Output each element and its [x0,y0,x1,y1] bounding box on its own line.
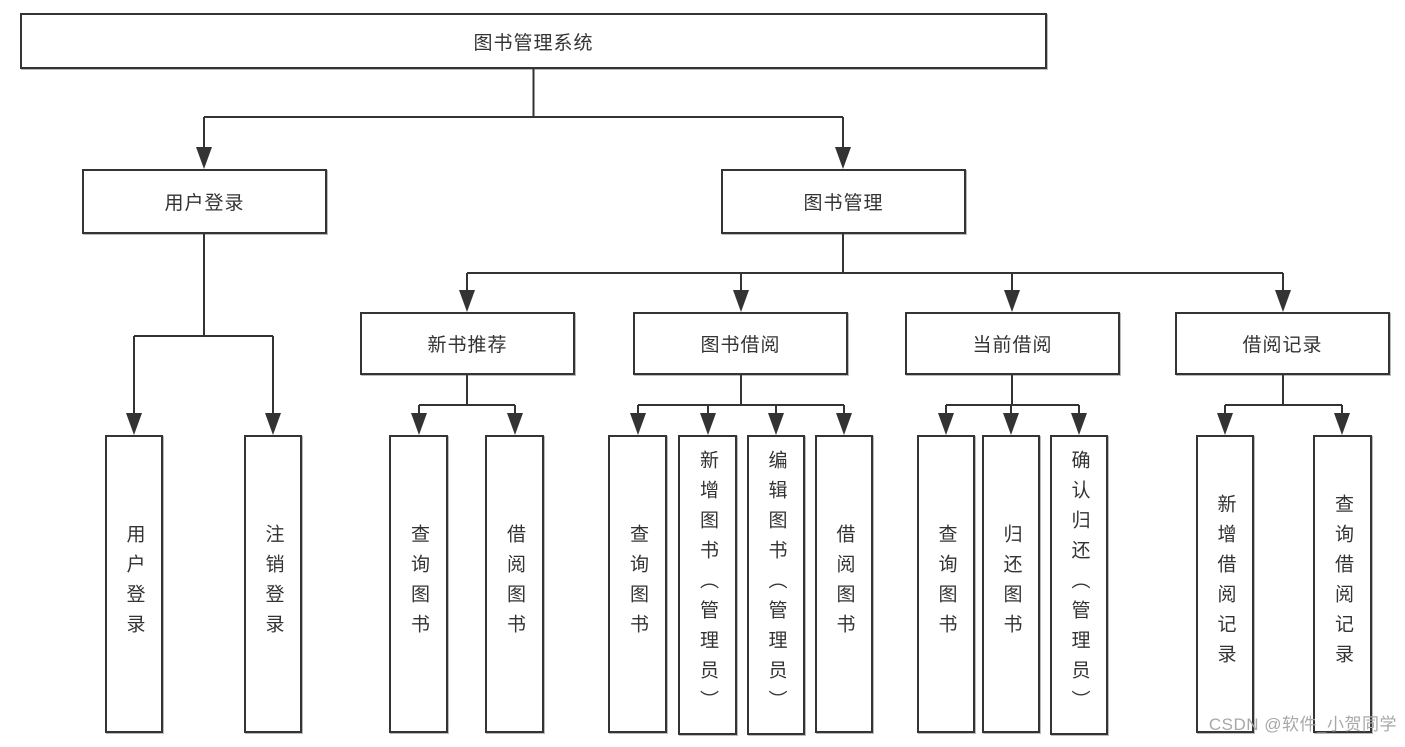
node-label: 编辑图书（管理员） [765,450,787,720]
node-label: 查询图书 [935,524,957,644]
node-leaf-add-borrow-record: 新增借阅记录 [1196,435,1254,733]
node-leaf-query-books-1: 查询图书 [389,435,448,733]
node-leaf-return-book: 归还图书 [982,435,1040,733]
node-leaf-query-borrow-record: 查询借阅记录 [1313,435,1372,733]
node-label: 注销登录 [262,524,284,644]
node-label: 当前借阅 [972,335,1053,356]
node-label: 查询图书 [408,524,429,644]
node-leaf-logout: 注销登录 [244,435,302,733]
node-label: 图书管理系统 [473,32,594,54]
node-label: 用户登录 [123,524,145,644]
node-leaf-borrow-books-1: 借阅图书 [485,435,544,733]
node-label: 借阅记录 [1242,335,1323,356]
node-label: 用户登录 [164,193,245,214]
node-leaf-user-login: 用户登录 [105,435,163,733]
node-new-book-recommend: 新书推荐 [360,312,575,375]
node-label: 确认归还（管理员） [1068,450,1090,720]
node-label: 归还图书 [1000,524,1022,644]
node-leaf-query-books-3: 查询图书 [917,435,975,733]
node-label: 借阅图书 [504,524,525,644]
node-current-borrowing: 当前借阅 [905,312,1120,375]
node-leaf-add-book-admin: 新增图书（管理员） [678,435,737,735]
node-leaf-confirm-return-admin: 确认归还（管理员） [1050,435,1108,735]
node-label: 新书推荐 [427,335,508,356]
node-label: 查询借阅记录 [1332,494,1353,674]
node-book-borrowing: 图书借阅 [633,312,848,375]
node-root: 图书管理系统 [20,13,1047,69]
node-label: 借阅图书 [833,524,855,644]
node-leaf-edit-book-admin: 编辑图书（管理员） [747,435,805,735]
node-label: 查询图书 [627,524,648,644]
node-label: 图书管理 [803,193,884,214]
node-leaf-borrow-books-2: 借阅图书 [815,435,873,733]
csdn-watermark: CSDN @软件_小贺同学 [1208,715,1397,734]
node-user-login: 用户登录 [82,169,327,234]
node-borrowing-records: 借阅记录 [1175,312,1390,375]
node-leaf-query-books-2: 查询图书 [608,435,667,733]
node-label: 新增图书（管理员） [697,450,718,720]
node-label: 图书借阅 [700,335,781,356]
node-book-management: 图书管理 [721,169,966,234]
node-label: 新增借阅记录 [1214,494,1236,674]
